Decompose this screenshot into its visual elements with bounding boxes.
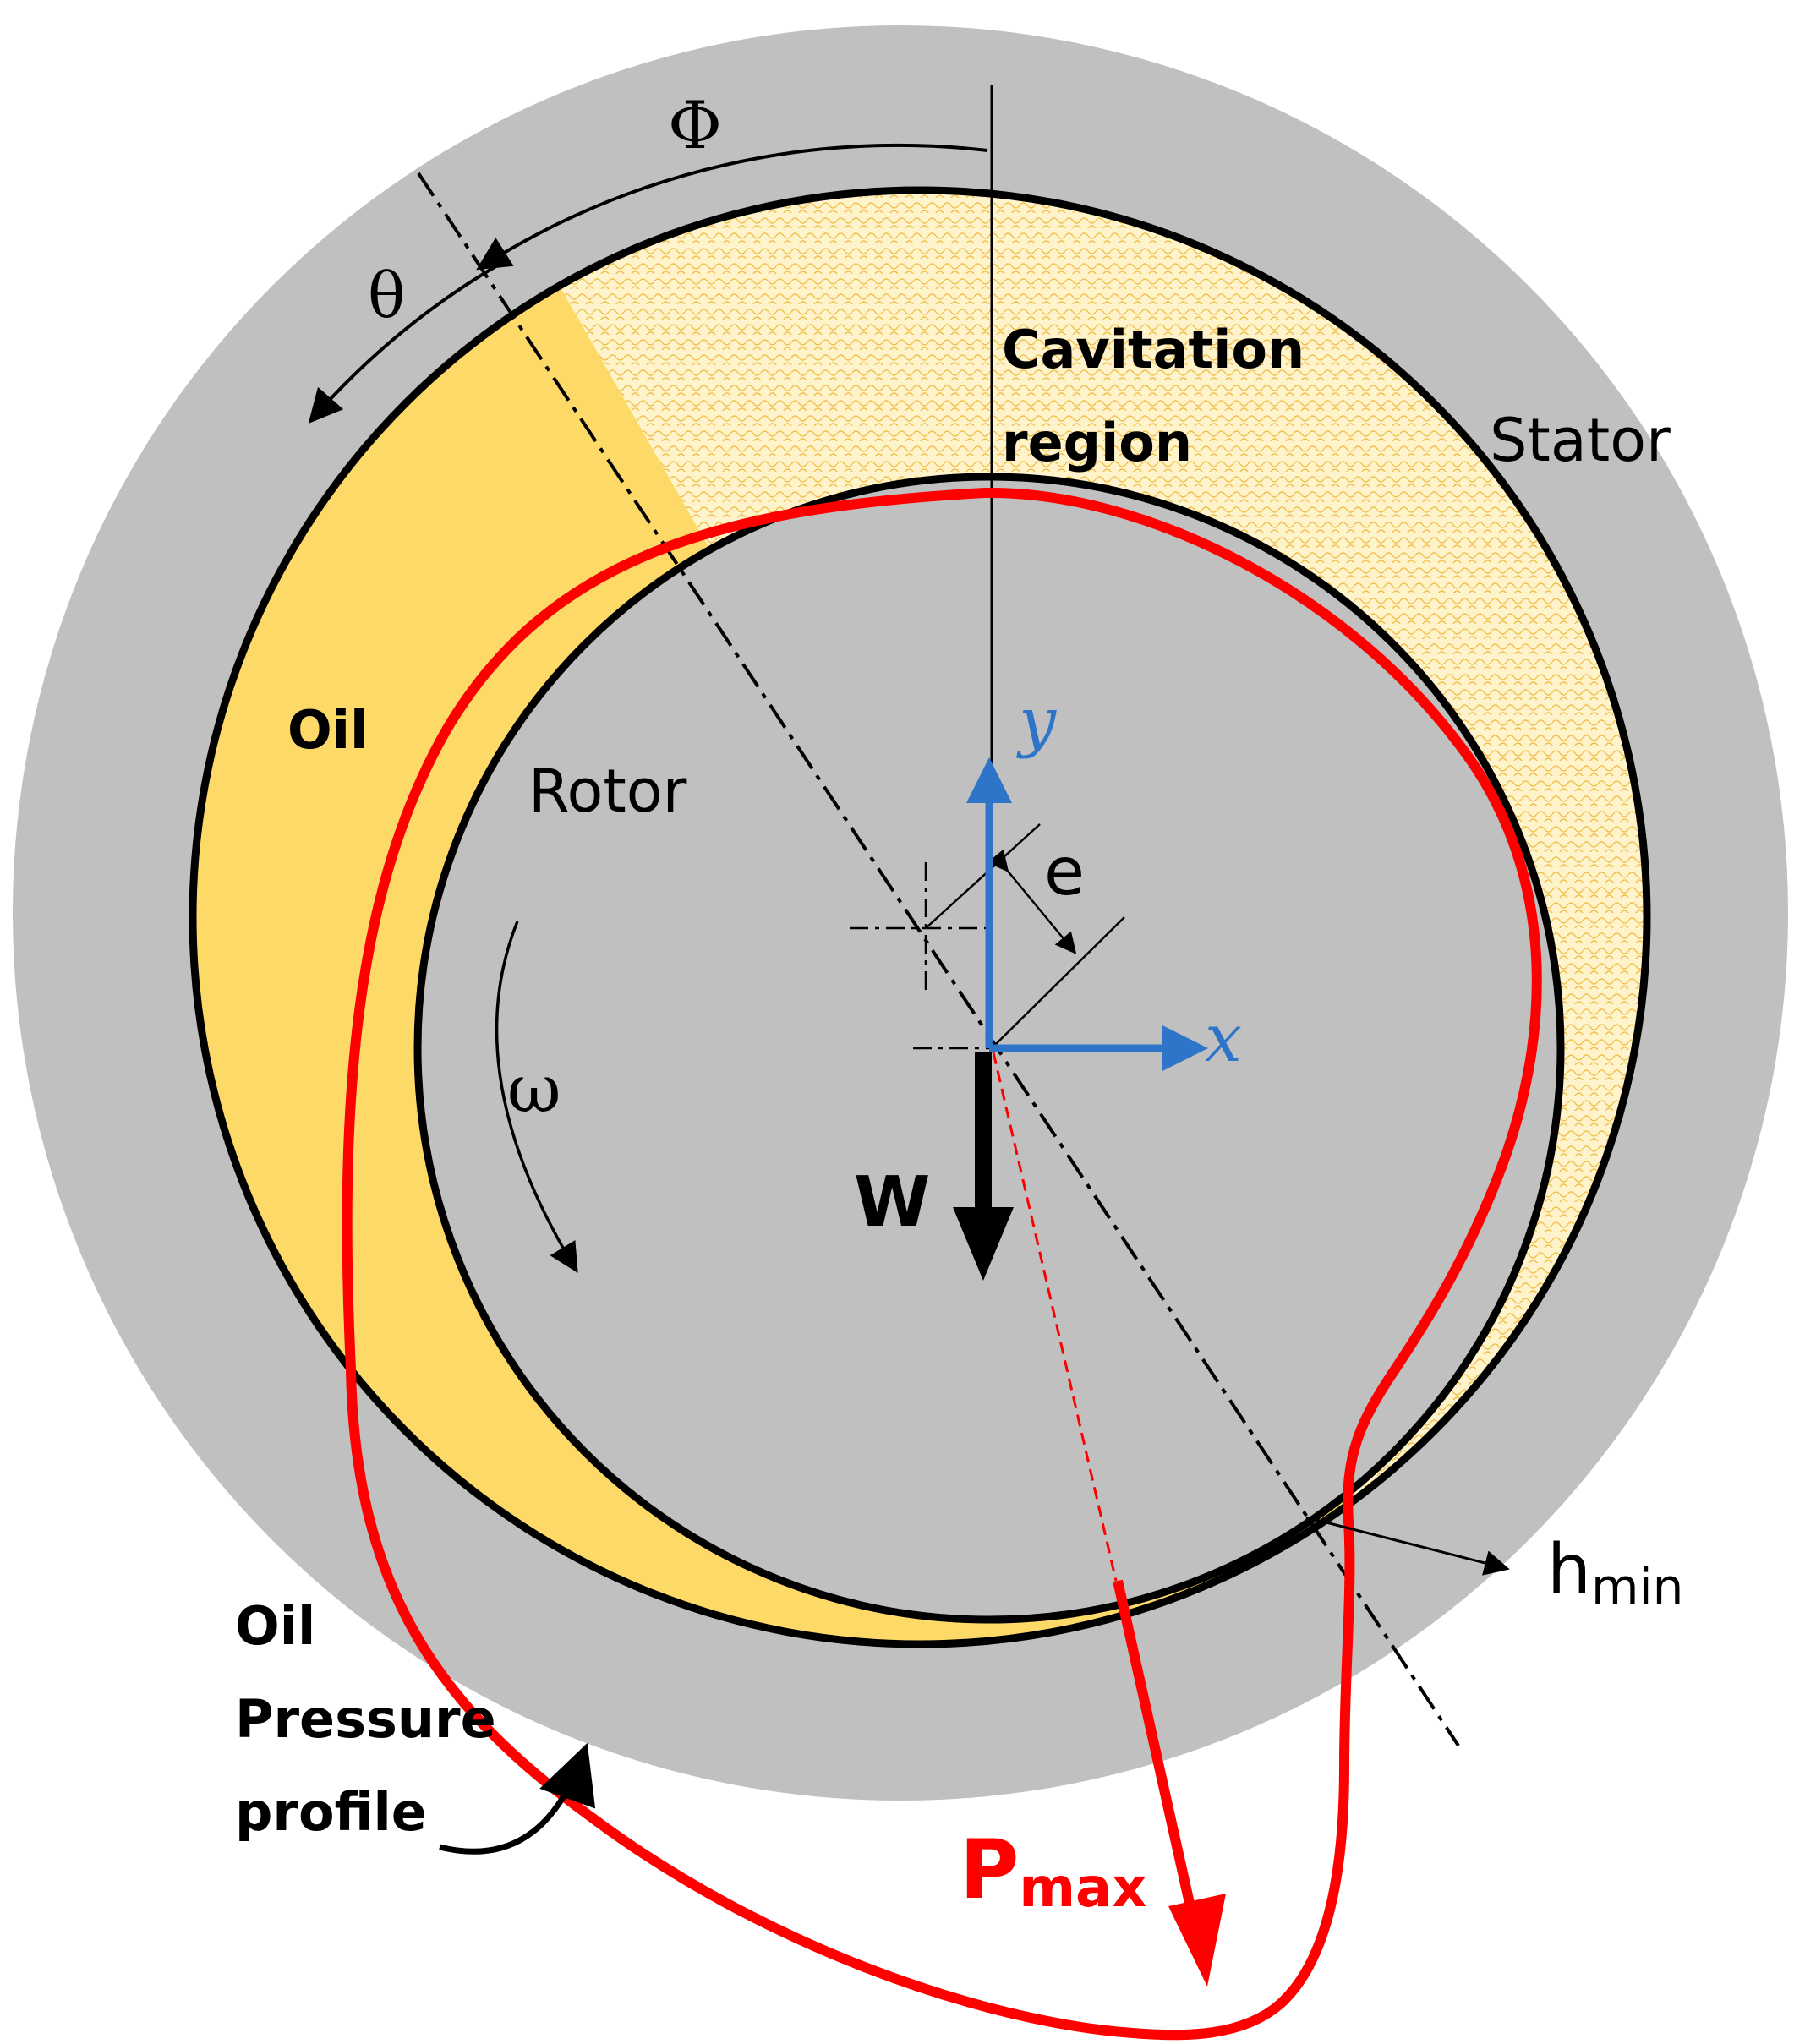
pmax-arrow-head [1168, 1894, 1226, 1987]
pressure-label-line3: profile [235, 1781, 427, 1843]
pressure-profile-pointer [439, 1742, 596, 1855]
stator-bore-outline [189, 186, 1651, 1648]
stator-label: Stator [1490, 406, 1671, 475]
pressure-label-line2: Pressure [235, 1688, 496, 1750]
oil-pressure-profile [342, 487, 1542, 2041]
theta-angle-arc [308, 260, 505, 424]
cavitation-label-line1: Cavitation [1002, 319, 1305, 380]
phi-label: Φ [668, 88, 722, 164]
phi-angle-arc [476, 143, 988, 271]
eccentricity-label: e [1044, 834, 1085, 910]
x-axis-label: x [1205, 1001, 1242, 1077]
load-label: W [854, 1162, 930, 1243]
stator-center-crosshair [850, 862, 993, 1050]
load-arrow [953, 1052, 1014, 1281]
omega-rotation-arrow [495, 921, 578, 1273]
line-of-centres [417, 172, 1460, 1747]
pmax-label-sub: max [1019, 1857, 1146, 1920]
pressure-label-line1: Oil [235, 1595, 315, 1657]
pmax-label: Pmax [960, 1823, 1147, 1920]
hmin-leader [1305, 1516, 1510, 1576]
hmin-label-sub: min [1591, 1558, 1683, 1615]
cavitation-label-line2: region [1002, 412, 1192, 473]
omega-label: ω [507, 1052, 561, 1128]
eccentricity-dimension [925, 823, 1125, 1049]
hmin-label-main: h [1547, 1530, 1591, 1610]
theta-label: θ [368, 260, 406, 332]
hmin-label: hmin [1547, 1530, 1683, 1615]
oil-label: Oil [287, 699, 368, 761]
y-axis-label: y [1016, 684, 1057, 760]
rotor-label: Rotor [528, 757, 687, 826]
pmax-dashed-line [992, 1052, 1118, 1582]
pmax-label-main: P [960, 1823, 1019, 1917]
pmax-arrow-shaft [1113, 1579, 1197, 1916]
